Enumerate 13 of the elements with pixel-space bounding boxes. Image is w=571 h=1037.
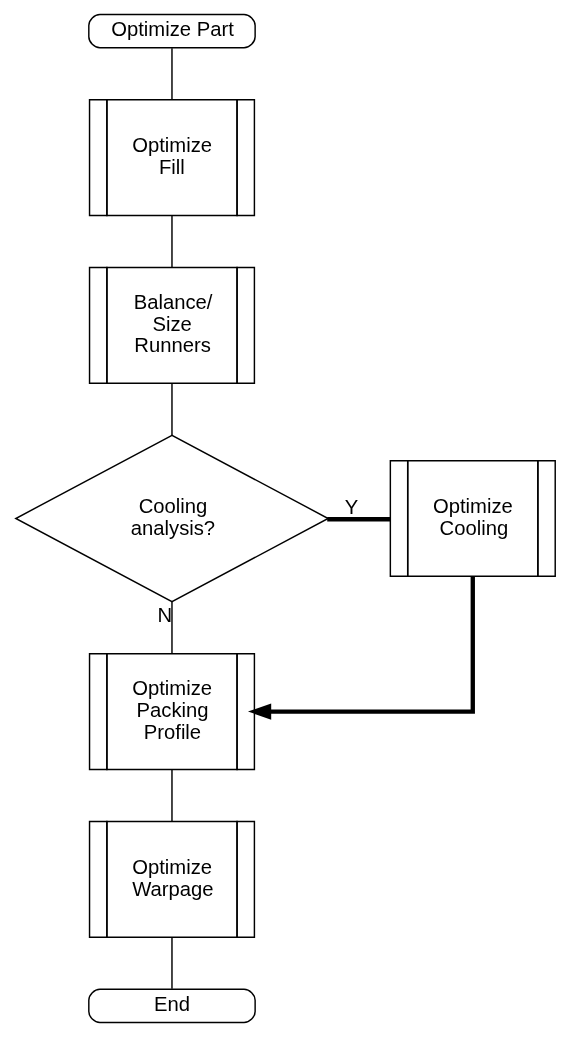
connector [171,769,173,822]
connector [171,382,173,436]
edge-label: Y [344,495,359,518]
edge-label: N [157,604,173,627]
connector [171,215,173,269]
connector [327,517,391,522]
connector [171,601,173,655]
node-box: End [88,988,256,1024]
node-box: Optimize Part [88,13,256,49]
connector [171,936,173,990]
connector [171,47,173,101]
arrow [248,576,475,720]
node-diamond: Cooling analysis? [14,434,330,603]
